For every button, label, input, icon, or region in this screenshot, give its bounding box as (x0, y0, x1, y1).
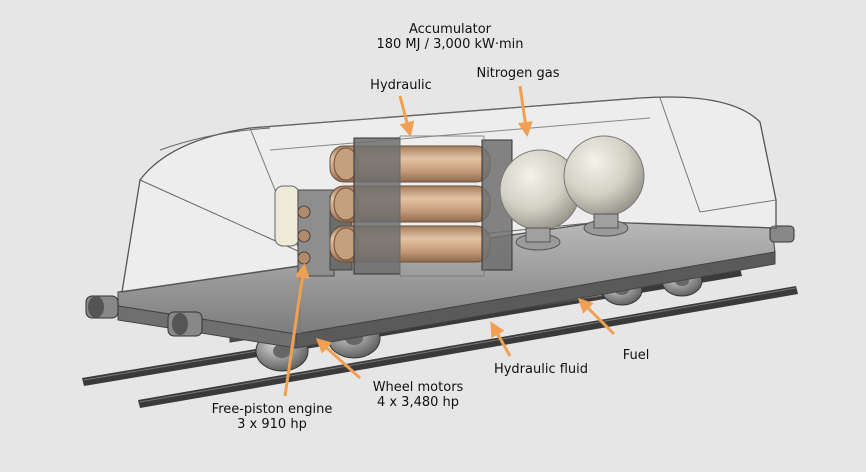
wheel-motors-title: Wheel motors (372, 380, 464, 395)
free-piston-engine-spec: 3 x 910 hp (237, 417, 307, 432)
arrow-nitrogen-gas (517, 85, 533, 137)
label-nitrogen-gas: Nitrogen gas (470, 66, 566, 81)
label-wheel-motors: Wheel motors 4 x 3,480 hp (364, 380, 472, 410)
hydraulic-fluid-title: Hydraulic fluid (493, 362, 589, 377)
label-fuel: Fuel (614, 348, 658, 363)
fuel-title: Fuel (622, 348, 650, 363)
free-piston-engine-title: Free-piston engine (211, 402, 333, 417)
hydraulic-title: Hydraulic (370, 78, 432, 93)
accumulator-title: Accumulator (408, 22, 492, 37)
accumulator-spec: 180 MJ / 3,000 kW·min (376, 37, 524, 52)
label-accumulator: Accumulator 180 MJ / 3,000 kW·min (362, 22, 538, 52)
label-hydraulic: Hydraulic (366, 78, 436, 93)
label-hydraulic-fluid: Hydraulic fluid (486, 362, 596, 377)
label-free-piston-engine: Free-piston engine 3 x 910 hp (204, 402, 340, 432)
callout-arrows (283, 85, 616, 397)
arrow-hydraulic-fluid (490, 321, 512, 357)
arrow-wheel-motors (315, 337, 362, 380)
nitrogen-gas-title: Nitrogen gas (476, 66, 560, 81)
arrow-hydraulic (398, 95, 415, 137)
wheel-motors-spec: 4 x 3,480 hp (376, 395, 460, 410)
buffers (85, 225, 795, 337)
arrow-free-piston-engine (283, 263, 310, 397)
arrow-fuel (577, 297, 616, 336)
nitrogen-gas-spheres (499, 135, 645, 251)
hydraulic-accumulator-cylinders (329, 135, 513, 277)
